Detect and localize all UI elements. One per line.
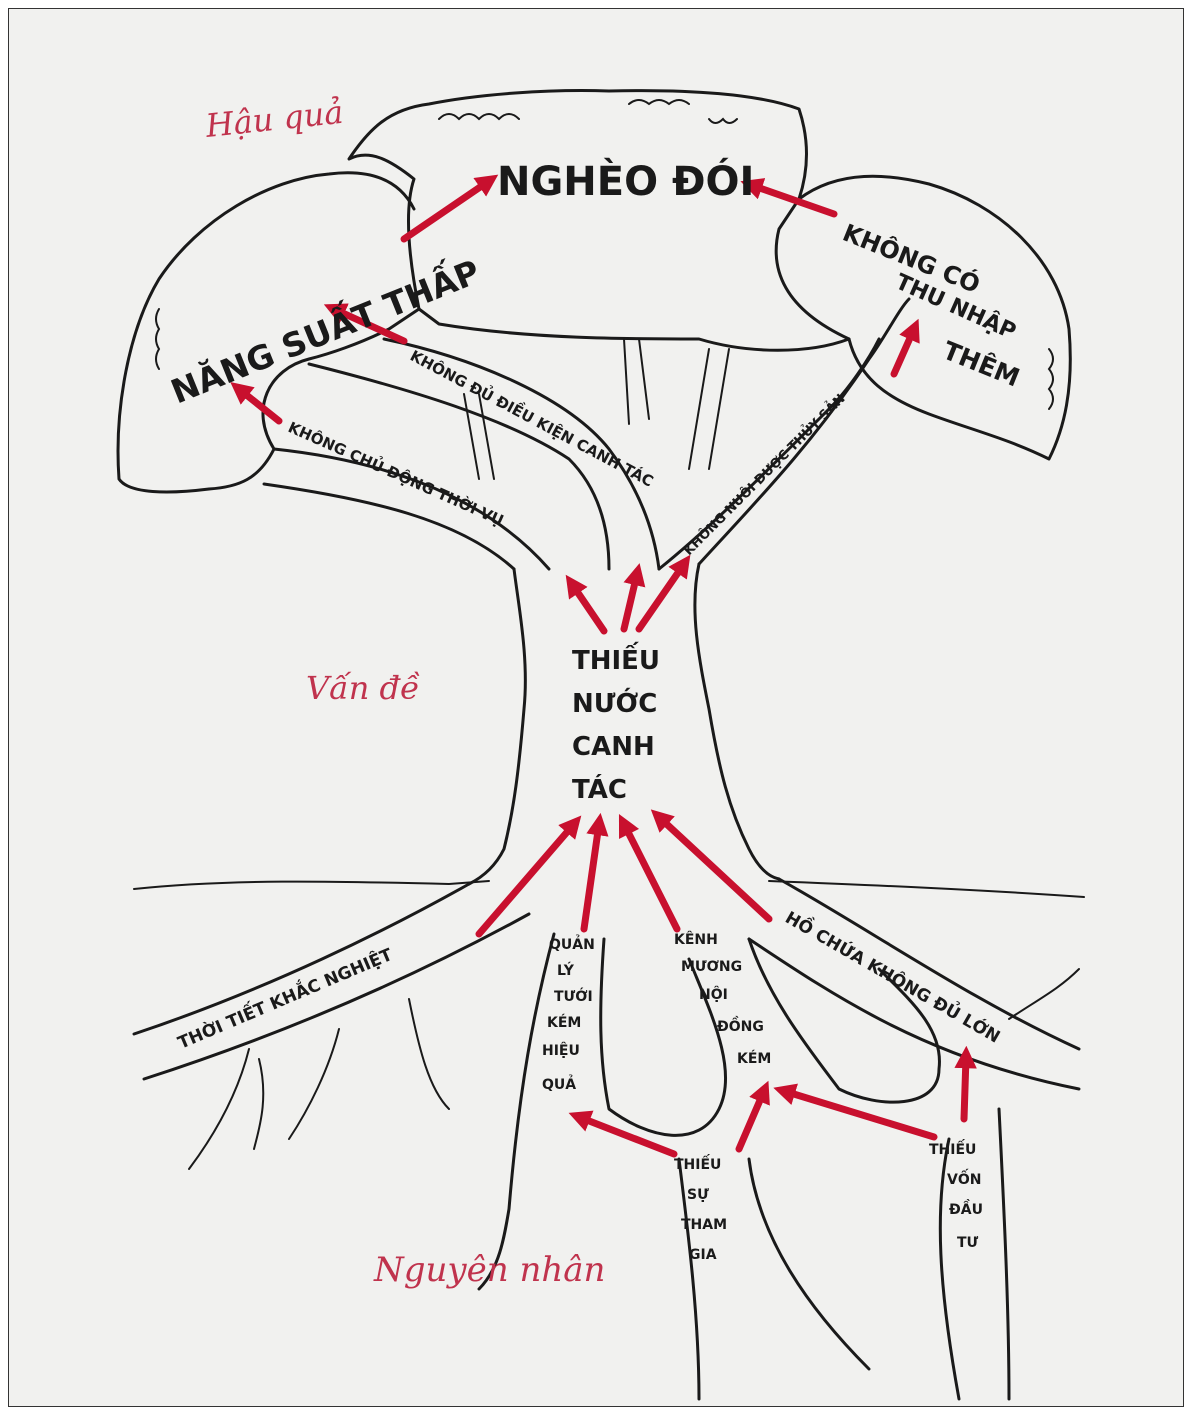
root-center-down-right	[749, 1159, 869, 1369]
root-loop-2	[749, 939, 939, 1102]
root-text-line: THAM	[681, 1217, 727, 1233]
effect-low-productivity: NĂNG SUẤT THẤP	[164, 247, 486, 411]
arrow-water-to-conditions	[624, 574, 637, 629]
arrow-reservoir-to-water	[659, 817, 769, 919]
branch-no-aquaculture: KHÔNG NUÔI ĐƯỢC THỦY SẢN	[680, 390, 849, 559]
caption-problem: Vấn đề	[306, 669, 420, 707]
root-text-line: THIẾU	[929, 1139, 976, 1158]
arrow-water-to-season	[572, 584, 604, 631]
arrow-productivity-to-poverty	[404, 181, 489, 239]
root-left-bottom	[144, 914, 529, 1079]
problem-tree-diagram: Hậu quả Vấn đề Nguyên nhân NGHÈO ĐÓI NĂN…	[9, 9, 1184, 1407]
caption-consequence: Hậu quả	[203, 93, 345, 145]
root-text-line: KÉM	[737, 1050, 771, 1067]
root-text-line: ĐẦU	[949, 1199, 983, 1218]
canopy-right	[799, 176, 1070, 459]
branch-left-lower-bottom	[264, 484, 514, 569]
root-text-line: ĐỒNG	[717, 1016, 764, 1035]
root-lack-participation: THIẾU SỰ THAM GIA	[674, 1154, 727, 1263]
root-text-line: MƯƠNG	[681, 959, 742, 975]
root-left-top	[134, 884, 469, 1034]
arrow-season-to-productivity	[239, 389, 279, 421]
root-right-down-right	[999, 1109, 1009, 1399]
root-text-line: LÝ	[557, 961, 575, 979]
effect-no-income-line3: THÊM	[939, 336, 1024, 393]
root-text-line: KÊNH	[674, 931, 718, 948]
arrow-participation-to-management	[579, 1117, 674, 1154]
ground-line	[134, 881, 1084, 897]
arrow-water-to-aquaculture	[639, 564, 684, 629]
arrow-participation-to-canals	[739, 1091, 764, 1149]
root-text-line: QUẢN	[549, 934, 595, 953]
arrow-weather-to-water	[479, 824, 574, 934]
core-problem-line: NƯỚC	[572, 687, 657, 719]
branch-not-proactive-season: KHÔNG CHỦ ĐỘNG THỜI VỤ	[285, 415, 507, 529]
arrow-investment-to-reservoir	[964, 1057, 966, 1119]
root-lack-investment: THIẾU VỐN ĐẦU TƯ	[929, 1139, 983, 1251]
arrow-aquaculture-to-income	[894, 329, 914, 374]
core-problem-line: CANH	[572, 732, 655, 762]
branch-middle-bottom	[309, 364, 609, 569]
diagram-frame: Hậu quả Vấn đề Nguyên nhân NGHÈO ĐÓI NĂN…	[8, 8, 1184, 1407]
root-text-line: GIA	[689, 1247, 717, 1263]
core-problem-line: THIẾU	[572, 641, 660, 676]
root-right-bottom	[749, 939, 1079, 1089]
ground-and-roots	[134, 879, 1084, 1399]
root-text-line: TƯỚI	[554, 987, 593, 1005]
arrow-canals-to-water	[624, 824, 677, 929]
trunk-right-edge	[695, 564, 779, 879]
root-poor-irrigation-mgmt: QUẢN LÝ TƯỚI KÉM HIỆU QUẢ	[542, 934, 595, 1093]
root-mid-left	[479, 934, 554, 1289]
root-right-rootlet	[1009, 969, 1079, 1019]
core-problem: THIẾU NƯỚC CANH TÁC	[572, 641, 660, 805]
caption-cause: Nguyên nhân	[373, 1250, 605, 1290]
root-text-line: VỐN	[947, 1168, 981, 1188]
root-text-line: KÉM	[547, 1014, 581, 1031]
core-problem-line: TÁC	[572, 773, 627, 805]
root-text-line: SỰ	[687, 1187, 709, 1203]
root-text-line: HIỆU	[542, 1041, 580, 1059]
trunk-left-edge	[469, 569, 525, 884]
branch-left-lower-top	[274, 449, 549, 569]
root-text-line: THIẾU	[674, 1154, 721, 1173]
root-text-line: QUẢ	[542, 1074, 576, 1093]
branch-not-enough-conditions: KHÔNG ĐỦ ĐIỀU KIỆN CANH TÁC	[407, 344, 658, 491]
root-text-line: NỘI	[699, 985, 728, 1003]
effect-poverty: NGHÈO ĐÓI	[497, 157, 754, 205]
arrow-management-to-water	[584, 824, 599, 929]
root-text-line: TƯ	[957, 1235, 979, 1251]
